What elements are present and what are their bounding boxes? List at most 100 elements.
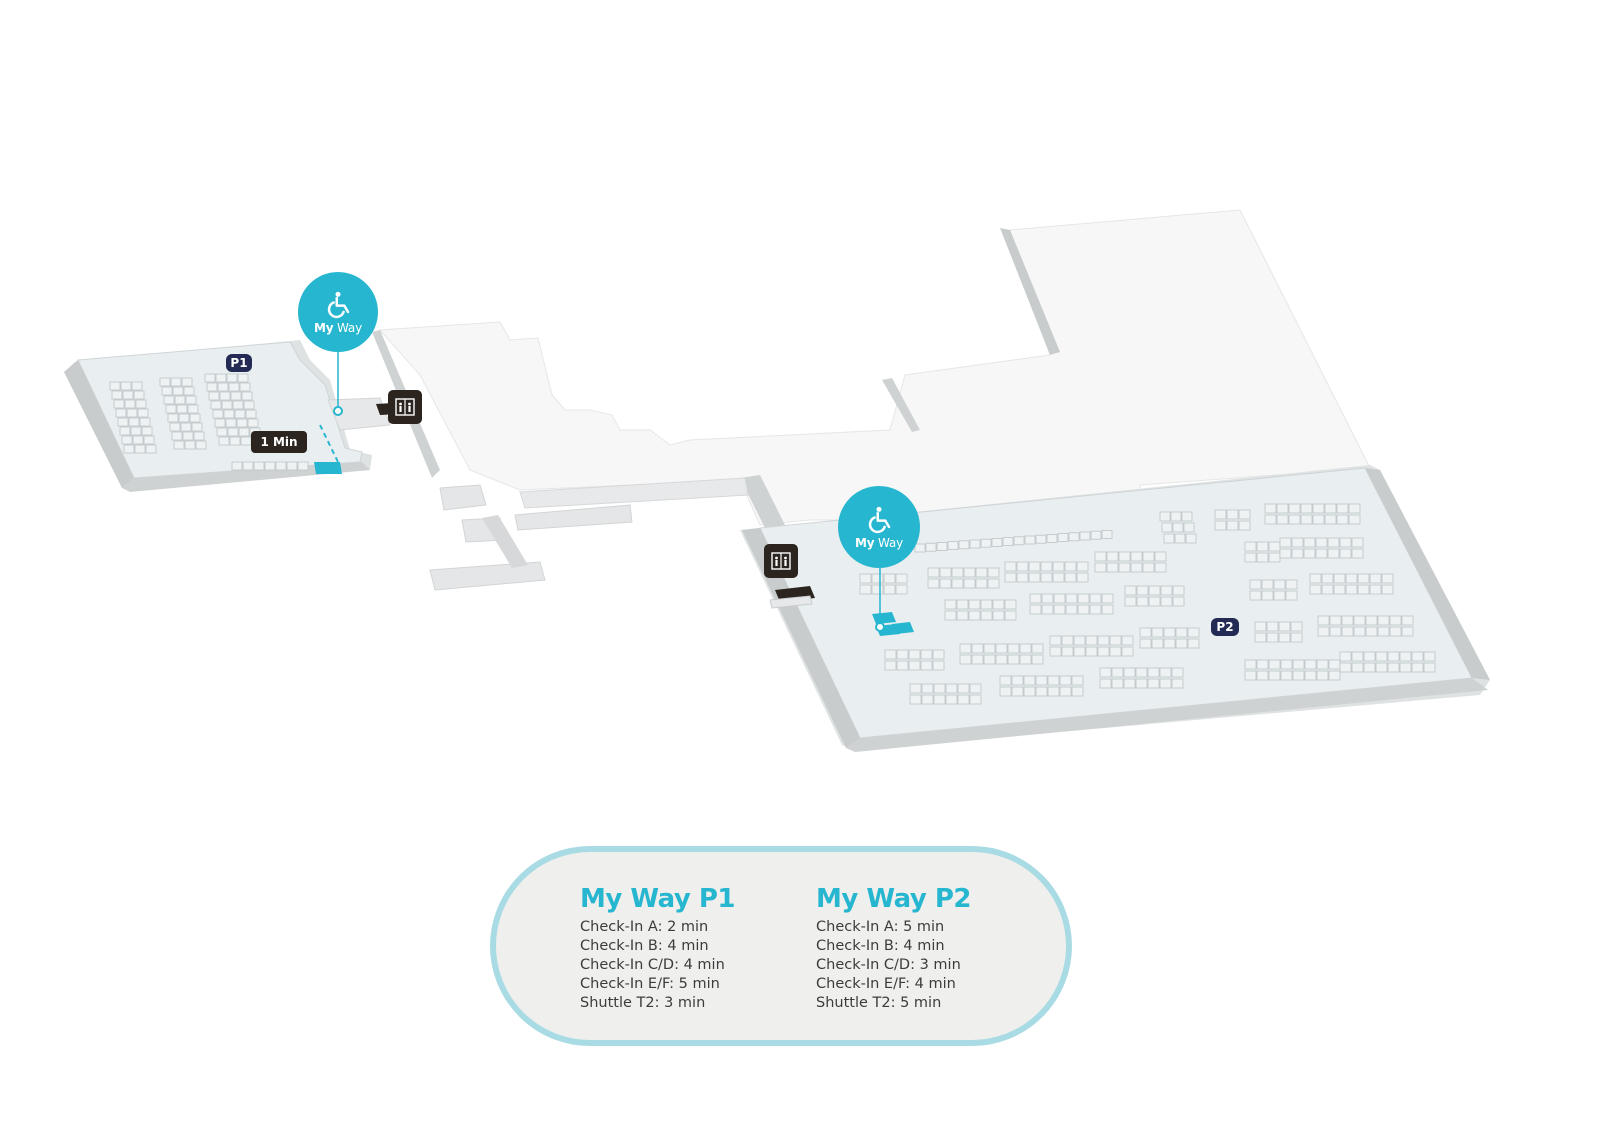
parking-bay <box>1013 536 1025 546</box>
parking-bay <box>932 649 945 660</box>
parking-bay <box>1226 520 1239 531</box>
parking-bay <box>1339 548 1352 559</box>
elevator-icon[interactable] <box>388 390 422 424</box>
my-way-marker-p2[interactable]: My Way <box>838 486 920 568</box>
parking-bay <box>1142 562 1155 573</box>
parking-bay <box>275 461 287 471</box>
parking-bay <box>1280 659 1293 670</box>
parking-bay <box>1101 530 1113 539</box>
parking-bay <box>1423 651 1436 662</box>
parking-bay <box>1363 651 1376 662</box>
parking-bay <box>226 373 238 383</box>
parking-bay <box>871 573 884 584</box>
parking-bay <box>227 427 239 437</box>
parking-bay <box>1377 615 1390 626</box>
parking-bay <box>208 391 220 401</box>
parking-bay <box>1171 678 1184 689</box>
parking-bay <box>167 413 179 423</box>
parking-bay <box>1256 670 1269 681</box>
zone-badge-p2[interactable]: P2 <box>1211 618 1239 636</box>
legend-title: My Way P1 <box>580 884 736 914</box>
parking-bay <box>242 461 254 471</box>
parking-bay <box>1059 686 1072 697</box>
parking-bay <box>132 435 144 445</box>
parking-bay <box>1061 635 1074 646</box>
parking-bay <box>995 643 1008 654</box>
parking-bay <box>1341 615 1354 626</box>
parking-bay <box>1303 548 1316 559</box>
parking-bay <box>1004 572 1017 583</box>
parking-bay <box>969 694 982 705</box>
parking-bay <box>1292 659 1305 670</box>
parking-bay <box>145 444 157 454</box>
parking-bay <box>228 382 240 392</box>
parking-bay <box>1357 584 1370 595</box>
parking-bay <box>1004 599 1017 610</box>
parking-bay <box>1345 573 1358 584</box>
parking-bay <box>1071 675 1084 686</box>
parking-bay <box>951 567 964 578</box>
parking-bay <box>193 431 205 441</box>
parking-bay <box>908 649 921 660</box>
parking-bay <box>178 413 190 423</box>
parking-bay <box>1077 593 1090 604</box>
parking-bay <box>1028 561 1041 572</box>
parking-bay <box>1268 659 1281 670</box>
parking-bay <box>1181 511 1193 522</box>
parking-bay <box>1073 635 1086 646</box>
parking-bay <box>111 390 123 400</box>
parking-bay <box>1011 686 1024 697</box>
legend-row: Check-In B: 4 min <box>580 938 709 954</box>
parking-bay <box>968 610 981 621</box>
parking-bay <box>123 444 135 454</box>
parking-bay <box>963 567 976 578</box>
parking-bay <box>1244 552 1257 563</box>
parking-bay <box>1244 541 1257 552</box>
parking-bay <box>115 408 127 418</box>
parking-bay <box>999 675 1012 686</box>
parking-bay <box>159 377 171 387</box>
parking-bay <box>1065 604 1078 615</box>
parking-bay <box>1261 590 1274 601</box>
elevator-icon[interactable] <box>764 544 798 578</box>
parking-bay <box>1023 675 1036 686</box>
parking-bay <box>1079 531 1091 541</box>
parking-bay <box>1389 626 1402 637</box>
parking-bay <box>215 373 227 383</box>
parking-bay <box>1097 646 1110 657</box>
parking-bay <box>1254 632 1267 643</box>
parking-bay <box>185 395 197 405</box>
parking-bay <box>1094 551 1107 562</box>
parking-bay <box>1291 537 1304 548</box>
parking-bay <box>1327 548 1340 559</box>
parking-bay <box>1348 514 1361 525</box>
parking-bay <box>1348 503 1361 514</box>
parking-bay <box>1315 537 1328 548</box>
parking-bay <box>1345 584 1358 595</box>
parking-bay <box>896 660 909 671</box>
parking-bay <box>137 408 149 418</box>
parking-bay <box>1309 573 1322 584</box>
parking-bay <box>139 417 151 427</box>
parking-bay <box>1064 561 1077 572</box>
zone-badge-p1[interactable]: P1 <box>226 354 252 372</box>
parking-bay <box>1329 615 1342 626</box>
parking-bay <box>1148 585 1161 596</box>
parking-bay <box>921 683 934 694</box>
parking-bay <box>1288 503 1301 514</box>
parking-bay <box>1111 678 1124 689</box>
parking-bay <box>134 444 146 454</box>
my-way-marker-p1[interactable]: My Way <box>298 272 378 352</box>
parking-bay <box>1101 604 1114 615</box>
marker-label: My Way <box>314 321 362 335</box>
parking-bay <box>171 431 183 441</box>
parking-bay <box>1174 533 1186 544</box>
parking-bay <box>1375 651 1388 662</box>
parking-bay <box>992 599 1005 610</box>
parking-bay <box>109 381 121 391</box>
parking-bay <box>1154 562 1167 573</box>
parking-bay <box>1324 514 1337 525</box>
parking-bay <box>1046 534 1058 543</box>
parking-bay <box>1351 651 1364 662</box>
